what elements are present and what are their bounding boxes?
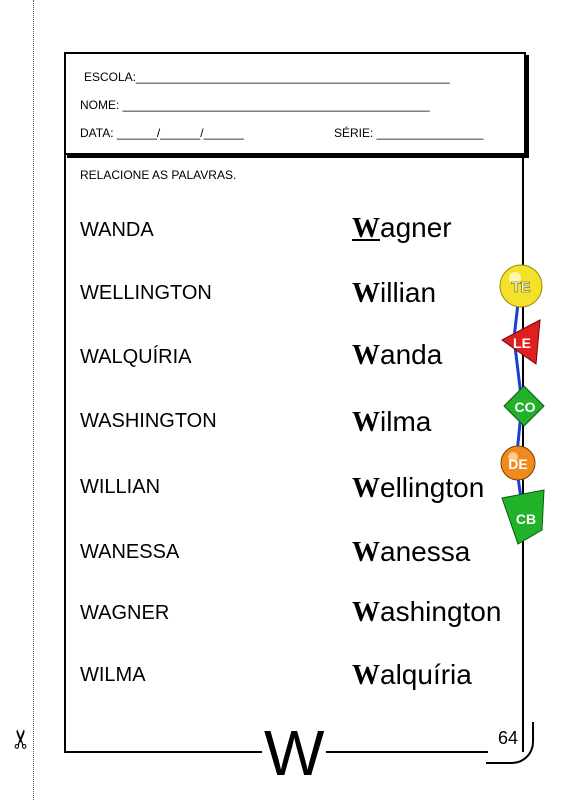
logo-letter: DE [508, 456, 527, 472]
instruction-text: RELACIONE AS PALAVRAS. [80, 168, 237, 182]
left-word: WANESSA [80, 541, 180, 563]
logo-red-triangle [501, 319, 541, 365]
scissors-icon: ✂ [5, 728, 36, 750]
right-word: Wagner [352, 212, 452, 244]
logo-letter: LE [513, 335, 531, 351]
page-letter: W [262, 717, 327, 789]
logo-green-shape [501, 489, 545, 545]
left-word: WANDA [80, 219, 154, 241]
left-word: WELLINGTON [80, 282, 212, 304]
page-curl [486, 722, 534, 764]
bottom-rule-left [64, 751, 264, 753]
date-field: DATA: ______/______/______ [80, 126, 244, 140]
left-word: WASHINGTON [80, 410, 217, 432]
left-word: WILMA [80, 664, 146, 686]
right-word: Walquíria [352, 659, 472, 691]
left-word: WILLIAN [80, 476, 161, 498]
logo-letter: CO [515, 399, 536, 415]
right-word: Wilma [352, 406, 432, 438]
right-word: Washington [352, 596, 502, 628]
right-word: Wanda [352, 339, 443, 371]
school-field: ESCOLA:_________________________________… [84, 70, 450, 84]
left-word: WAGNER [80, 602, 170, 624]
logo-green-diamond [503, 385, 545, 427]
header-box: ESCOLA:_________________________________… [64, 52, 526, 155]
right-word: Willian [352, 277, 437, 309]
logo-letter: CB [516, 511, 536, 527]
left-word: WALQUÍRIA [80, 346, 192, 368]
cut-line [33, 0, 34, 800]
page-number: 64 [498, 728, 519, 748]
name-field: NOME: __________________________________… [80, 98, 430, 112]
logo-letter: TE [511, 279, 530, 296]
grade-field: SÉRIE: ________________ [334, 126, 484, 140]
right-word: Wanessa [352, 536, 471, 568]
bottom-rule-right [318, 751, 488, 753]
worksheet-frame [64, 52, 524, 752]
logo-graphic: TE LE CO DE CB [499, 264, 545, 545]
right-word: Wellington [352, 472, 485, 504]
